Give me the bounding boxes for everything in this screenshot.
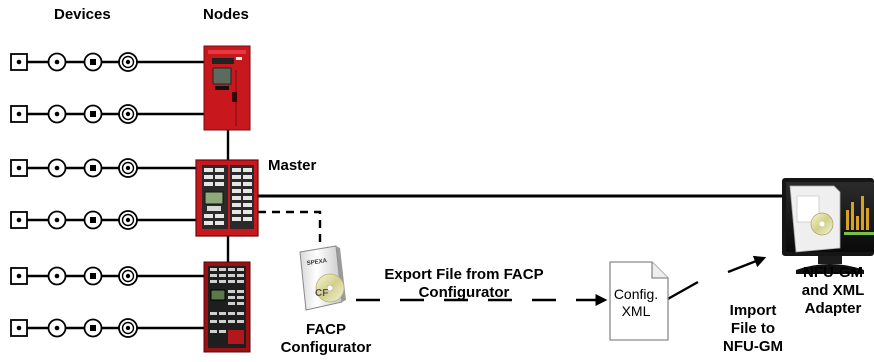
concentric-circle-icon xyxy=(118,210,138,230)
circle-dot-icon xyxy=(47,210,67,230)
facp-label-line-2: Configurator xyxy=(280,339,372,356)
facp-label-line-1: FACP xyxy=(305,321,346,338)
config-xml-label: Config. XML xyxy=(608,286,664,320)
circle-square-icon xyxy=(83,318,103,338)
device-row xyxy=(10,104,204,124)
nfu-label-line-2: and XML xyxy=(801,282,865,299)
node-panel-1 xyxy=(203,45,251,131)
square-dot-icon xyxy=(10,105,28,123)
circle-square-icon xyxy=(83,210,103,230)
connection-lines xyxy=(226,130,790,306)
import-label-line-1: Import xyxy=(729,302,777,319)
circle-dot-icon xyxy=(47,158,67,178)
square-dot-icon xyxy=(10,159,28,177)
export-label-line-1: Export File from FACP xyxy=(384,266,544,283)
concentric-circle-icon xyxy=(118,266,138,286)
import-label: Import File to NFU-GM xyxy=(718,302,788,356)
nfu-label: NFU-GM and XML Adapter xyxy=(796,264,870,318)
square-dot-icon xyxy=(10,53,28,71)
square-dot-icon xyxy=(10,319,28,337)
config-xml-line-2: XML xyxy=(621,303,651,319)
devices-header: Devices xyxy=(54,6,111,23)
facp-configurator-box-icon: SPEXA CF xyxy=(299,245,346,311)
nfu-label-line-1: NFU-GM xyxy=(803,264,863,281)
config-xml-file-icon xyxy=(609,261,669,341)
device-row xyxy=(10,318,204,338)
export-label-line-2: Configurator xyxy=(418,284,510,301)
device-rows xyxy=(10,52,204,338)
circle-dot-icon xyxy=(47,52,67,72)
concentric-circle-icon xyxy=(118,318,138,338)
nfu-label-line-3: Adapter xyxy=(804,300,862,317)
device-row xyxy=(10,158,196,178)
square-dot-icon xyxy=(10,267,28,285)
concentric-circle-icon xyxy=(118,52,138,72)
circle-square-icon xyxy=(83,158,103,178)
device-row xyxy=(10,266,204,286)
circle-dot-icon xyxy=(47,318,67,338)
export-label: Export File from FACP Configurator xyxy=(364,266,564,302)
device-row xyxy=(10,210,196,230)
square-dot-icon xyxy=(10,211,28,229)
nodes-header: Nodes xyxy=(203,6,249,23)
concentric-circle-icon xyxy=(118,158,138,178)
import-label-line-3: NFU-GM xyxy=(723,338,783,355)
circle-square-icon xyxy=(83,52,103,72)
svg-text:SPEXA: SPEXA xyxy=(306,258,328,267)
nfu-gm-monitor-icon xyxy=(782,178,874,274)
import-label-line-2: File to xyxy=(730,320,776,337)
device-row xyxy=(10,52,204,72)
master-label: Master xyxy=(268,157,317,174)
svg-text:CF: CF xyxy=(315,288,328,299)
circle-dot-icon xyxy=(47,104,67,124)
master-panel xyxy=(195,159,259,237)
node-panel-3 xyxy=(203,261,251,353)
facp-label: FACP Configurator xyxy=(271,321,381,357)
circle-square-icon xyxy=(83,266,103,286)
concentric-circle-icon xyxy=(118,104,138,124)
circle-square-icon xyxy=(83,104,103,124)
circle-dot-icon xyxy=(47,266,67,286)
config-xml-line-1: Config. xyxy=(613,286,659,302)
